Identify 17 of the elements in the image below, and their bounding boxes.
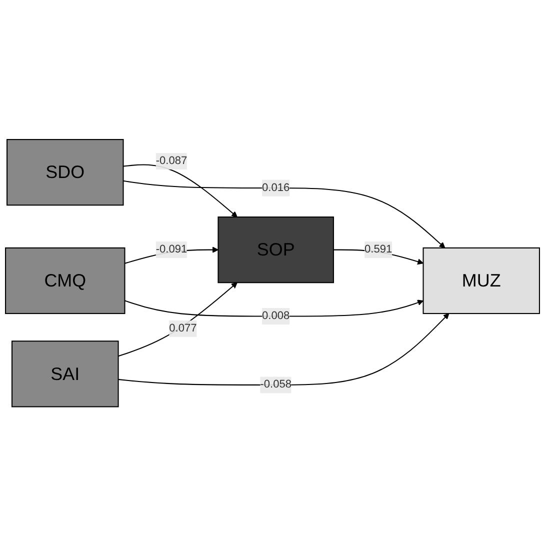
arrow bbox=[118, 282, 238, 357]
node-box: SOP bbox=[218, 216, 334, 284]
edge-label: -0.087 bbox=[156, 154, 188, 167]
edge-label: 0.008 bbox=[262, 310, 290, 322]
edge-label: 0.016 bbox=[262, 182, 290, 194]
edge-label: -0.091 bbox=[156, 243, 188, 256]
edge-label: 0.591 bbox=[364, 243, 392, 256]
edge-label: -0.058 bbox=[260, 378, 292, 390]
arrow bbox=[123, 164, 238, 218]
node-box: SDO bbox=[6, 138, 124, 206]
node-box: SAI bbox=[11, 340, 119, 408]
node-box: CMQ bbox=[5, 247, 126, 314]
arrow bbox=[118, 313, 450, 386]
edge-label: 0.077 bbox=[169, 322, 197, 334]
arrow bbox=[124, 300, 424, 317]
node-box: MUZ bbox=[422, 247, 540, 314]
arrow bbox=[123, 180, 446, 248]
